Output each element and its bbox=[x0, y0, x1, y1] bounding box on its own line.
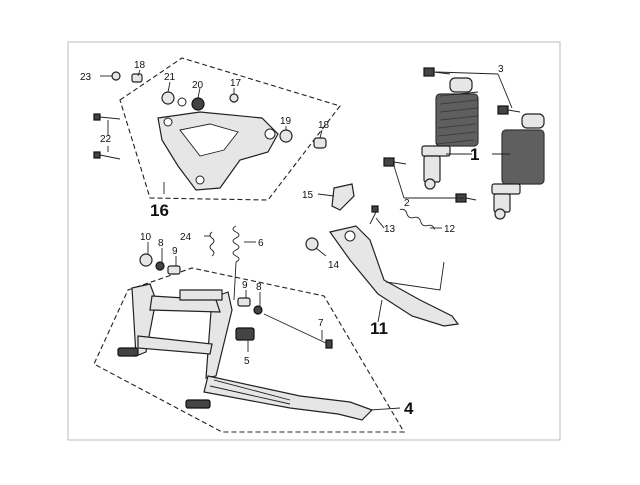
leader-line-4 bbox=[369, 407, 401, 411]
mounting-bracket bbox=[157, 111, 279, 191]
leader-lines-bracket bbox=[100, 69, 323, 194]
spring-12 bbox=[399, 208, 435, 230]
callout-2: 2 bbox=[404, 198, 410, 209]
callout-8-right: 8 bbox=[256, 282, 262, 293]
bolt-22-upper bbox=[93, 113, 121, 121]
callout-9-left: 9 bbox=[172, 246, 178, 257]
callout-8-left: 8 bbox=[158, 238, 164, 249]
rubber-stop-5 bbox=[235, 327, 255, 341]
callout-24: 24 bbox=[180, 232, 192, 243]
clip-18-top bbox=[131, 73, 143, 83]
callout-3: 3 bbox=[498, 64, 504, 75]
callout-15: 15 bbox=[302, 190, 314, 201]
spring-24 bbox=[209, 231, 215, 257]
callout-5: 5 bbox=[244, 356, 250, 367]
bracket-group-outline bbox=[119, 57, 341, 201]
plate-15 bbox=[331, 183, 355, 211]
leader-lines-pivot bbox=[147, 242, 323, 352]
washer-10 bbox=[139, 253, 153, 267]
callout-18-right: 18 bbox=[318, 120, 330, 131]
leader-lines-springs bbox=[204, 235, 256, 243]
bearing-21 bbox=[161, 91, 175, 105]
bolt-13 bbox=[369, 205, 379, 225]
callout-9-right: 9 bbox=[242, 280, 248, 291]
washer-14 bbox=[305, 237, 319, 251]
leader-lines-side-stand bbox=[315, 193, 442, 323]
bolt-lower-left bbox=[383, 157, 407, 167]
washer-8-right bbox=[253, 305, 263, 315]
bolt-22-lower bbox=[93, 151, 121, 160]
callout-13: 13 bbox=[384, 224, 396, 235]
side-stand bbox=[328, 225, 460, 327]
callout-16: 16 bbox=[150, 201, 169, 220]
callout-4: 4 bbox=[404, 399, 414, 418]
callout-23: 23 bbox=[80, 72, 92, 83]
callout-7: 7 bbox=[318, 318, 324, 329]
main-stand-group-outline bbox=[93, 267, 405, 433]
bushing-20 bbox=[191, 97, 205, 111]
nut-23 bbox=[111, 71, 121, 81]
callout-20: 20 bbox=[192, 80, 204, 91]
diagram-frame bbox=[67, 41, 561, 441]
bolt-upper-right bbox=[497, 105, 521, 115]
callout-1: 1 bbox=[470, 145, 479, 164]
callout-19: 19 bbox=[280, 116, 292, 127]
leader-lines-shocks bbox=[393, 71, 513, 199]
bolt-7 bbox=[263, 313, 333, 349]
callout-6: 6 bbox=[258, 238, 264, 249]
cap-18-right bbox=[313, 137, 327, 149]
callout-17: 17 bbox=[230, 78, 242, 89]
callout-12: 12 bbox=[444, 224, 456, 235]
washer-21 bbox=[177, 97, 187, 107]
main-stand bbox=[117, 283, 374, 421]
spring-6 bbox=[232, 225, 240, 301]
bushing-19 bbox=[279, 129, 293, 143]
callout-21: 21 bbox=[164, 72, 176, 83]
nut-17 bbox=[229, 93, 239, 103]
washer-8-left bbox=[155, 261, 165, 271]
callout-22: 22 bbox=[100, 134, 112, 145]
bushing-9-right bbox=[237, 297, 251, 307]
callout-14: 14 bbox=[328, 260, 340, 271]
callout-11: 11 bbox=[370, 319, 388, 338]
callout-10: 10 bbox=[140, 232, 152, 243]
bushing-9-left bbox=[167, 265, 181, 275]
shock-absorber-left bbox=[421, 77, 479, 190]
callout-18-top: 18 bbox=[134, 60, 146, 71]
shock-absorber-right bbox=[491, 113, 545, 220]
